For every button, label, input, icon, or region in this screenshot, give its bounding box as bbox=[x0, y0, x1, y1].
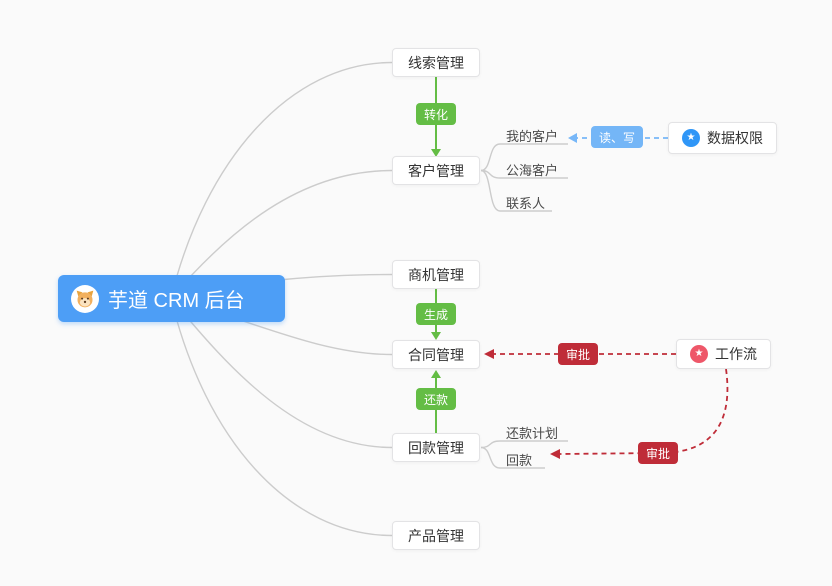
arrow-generate-head bbox=[431, 332, 441, 340]
node-customer-management[interactable]: 客户管理 bbox=[392, 156, 480, 185]
star-icon: ★ bbox=[682, 129, 700, 147]
edge-receivable-payment bbox=[480, 446, 545, 469]
workflow-label: 工作流 bbox=[715, 346, 757, 362]
child-open-sea-customer[interactable]: 公海客户 bbox=[506, 163, 559, 178]
badge-read-write: 读、写 bbox=[591, 126, 644, 148]
node-workflow[interactable]: ★ 工作流 bbox=[676, 339, 771, 369]
edge-customer-contact bbox=[480, 169, 552, 212]
data-permission-label: 数据权限 bbox=[707, 130, 763, 146]
child-my-customer[interactable]: 我的客户 bbox=[506, 129, 559, 144]
edge-customer-open-sea bbox=[480, 169, 568, 179]
node-data-permission[interactable]: ★ 数据权限 bbox=[668, 122, 777, 154]
arrow-approve-receivable-head bbox=[550, 449, 560, 459]
edge-root-product bbox=[170, 297, 393, 537]
child-contact-person[interactable]: 联系人 bbox=[506, 196, 546, 211]
arrow-approve-contract-head bbox=[484, 349, 494, 359]
root-label: 芋道 CRM 后台 bbox=[108, 290, 245, 312]
node-contract-management[interactable]: 合同管理 bbox=[392, 340, 480, 369]
badge-approve-receivable: 审批 bbox=[638, 442, 679, 464]
child-repayment-plan[interactable]: 还款计划 bbox=[506, 426, 559, 441]
badge-generate: 生成 bbox=[416, 303, 457, 325]
arrow-repay-head bbox=[431, 370, 441, 378]
root-node[interactable]: 芋道 CRM 后台 bbox=[58, 275, 285, 322]
badge-repay: 还款 bbox=[416, 388, 457, 410]
arrow-convert-head bbox=[431, 149, 441, 157]
arrow-readwrite-head bbox=[568, 133, 577, 143]
edge-root-receivable bbox=[170, 297, 393, 449]
edge-receivable-plan bbox=[480, 440, 568, 449]
edge-customer-my-customer bbox=[480, 143, 568, 172]
node-receivable-management[interactable]: 回款管理 bbox=[392, 433, 480, 462]
edge-root-customer bbox=[170, 169, 393, 299]
badge-approve-contract: 审批 bbox=[558, 343, 599, 365]
node-product-management[interactable]: 产品管理 bbox=[392, 521, 480, 550]
badge-convert: 转化 bbox=[416, 103, 457, 125]
child-payment[interactable]: 回款 bbox=[506, 453, 533, 468]
star-icon: ★ bbox=[690, 345, 708, 363]
node-opportunity-management[interactable]: 商机管理 bbox=[392, 260, 480, 289]
edge-root-lead bbox=[170, 61, 393, 299]
shiba-dog-icon bbox=[71, 284, 99, 313]
node-lead-management[interactable]: 线索管理 bbox=[392, 48, 480, 77]
